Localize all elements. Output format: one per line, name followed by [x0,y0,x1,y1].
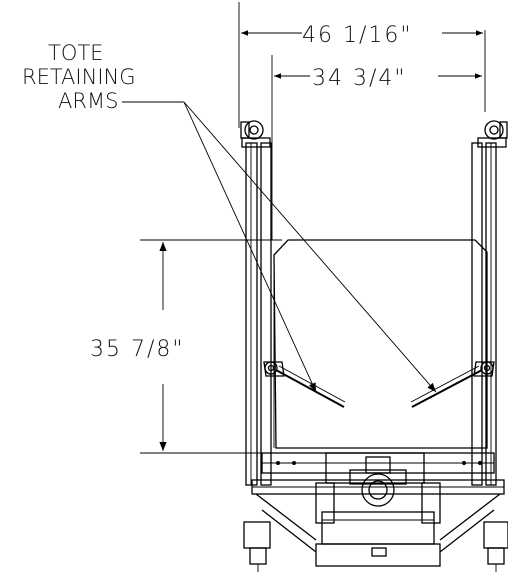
callout-line-1: TOTE [48,41,103,65]
center-drive [325,452,425,507]
left-retaining-arm [263,361,346,408]
callout-line-3: ARMS [58,89,118,113]
overall-width-dimension: 46 1/16" [238,2,486,128]
height-dimension: 35 7/8" [90,239,282,454]
height-label: 35 7/8" [90,337,185,362]
inner-width-label: 34 3/4" [312,66,407,91]
left-pulley [240,120,271,148]
lifter-frame [240,120,508,572]
overall-width-label: 46 1/16" [302,23,413,48]
callout-line-2: RETAINING [22,65,136,89]
right-pulley [477,120,508,148]
tote-outline [273,239,488,449]
tote-retaining-arms-callout: TOTE RETAINING ARMS [22,41,437,393]
inner-width-dimension: 34 3/4" [271,55,482,240]
right-retaining-arm [410,361,495,408]
left-caster [243,521,271,572]
right-caster [483,521,508,572]
